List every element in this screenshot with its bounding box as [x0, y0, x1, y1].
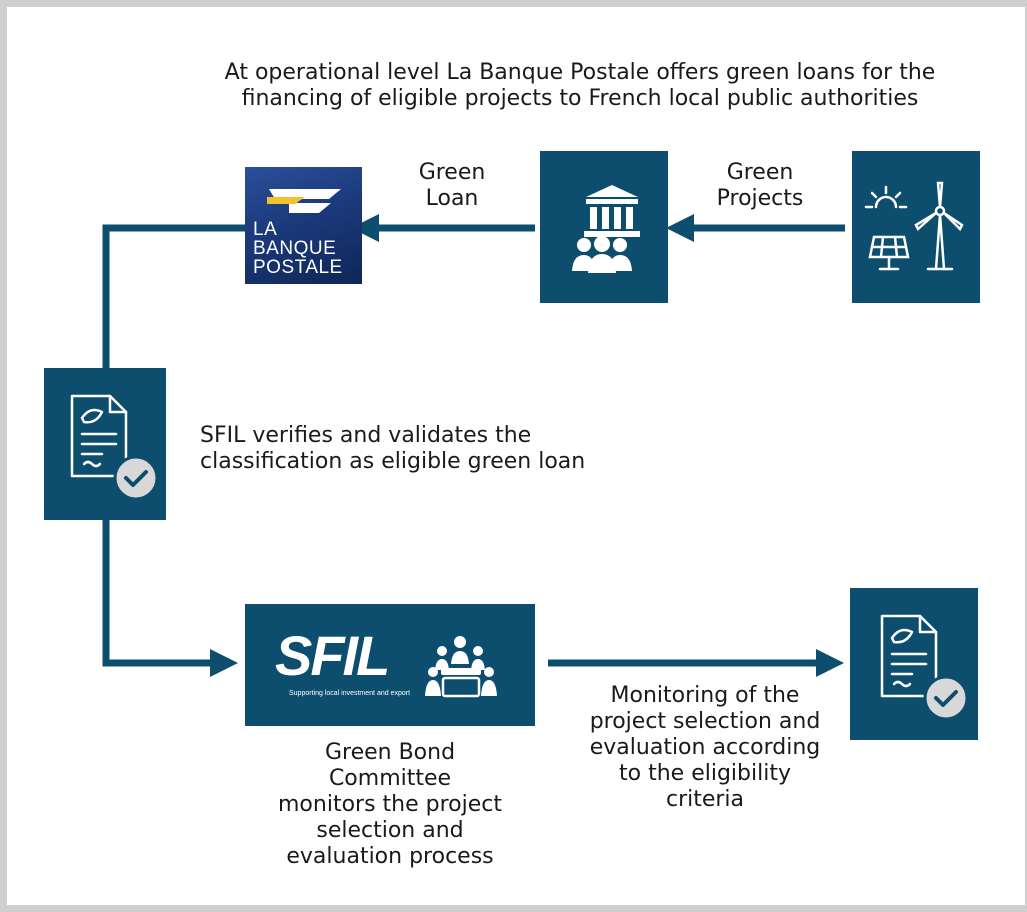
header-line-2: financing of eligible projects to French…	[241, 86, 919, 111]
monitoring-document-box	[850, 588, 978, 740]
logo-line-la: LA	[253, 219, 278, 240]
label-green-loan: Green Loan	[418, 160, 486, 211]
connector-verify-to-committee	[102, 520, 238, 677]
sfil-committee-box: SFIL Supporting local investment and exp…	[245, 604, 535, 726]
document-check-icon	[880, 614, 969, 721]
logo-line-postale: POSTALE	[253, 257, 343, 278]
postal-bird-icon	[267, 189, 341, 213]
verification-document-box	[44, 368, 166, 520]
document-check-icon	[70, 394, 159, 501]
sfil-tagline: Supporting local investment and export	[289, 690, 411, 697]
local-authorities-box	[540, 151, 668, 303]
label-monitoring: Monitoring of the project selection and …	[589, 683, 821, 812]
sfil-logo: SFIL	[275, 624, 390, 687]
label-committee: Green Bond Committee monitors the projec…	[278, 740, 502, 869]
label-green-projects: Green Projects	[716, 160, 804, 211]
solar-wind-icon	[864, 181, 964, 271]
green-projects-box	[852, 151, 980, 303]
meeting-icon	[425, 636, 497, 698]
connector-bank-to-verify	[102, 224, 245, 368]
bank-users-icon	[572, 185, 640, 273]
logo-line-banque: BANQUE	[253, 238, 337, 259]
banque-postale-logo: LA BANQUE POSTALE	[245, 167, 362, 284]
header-line-1: At operational level La Banque Postale o…	[224, 60, 936, 85]
label-sfil-verifies: SFIL verifies and validates the classifi…	[200, 423, 586, 474]
header-title: At operational level La Banque Postale o…	[160, 60, 1000, 112]
